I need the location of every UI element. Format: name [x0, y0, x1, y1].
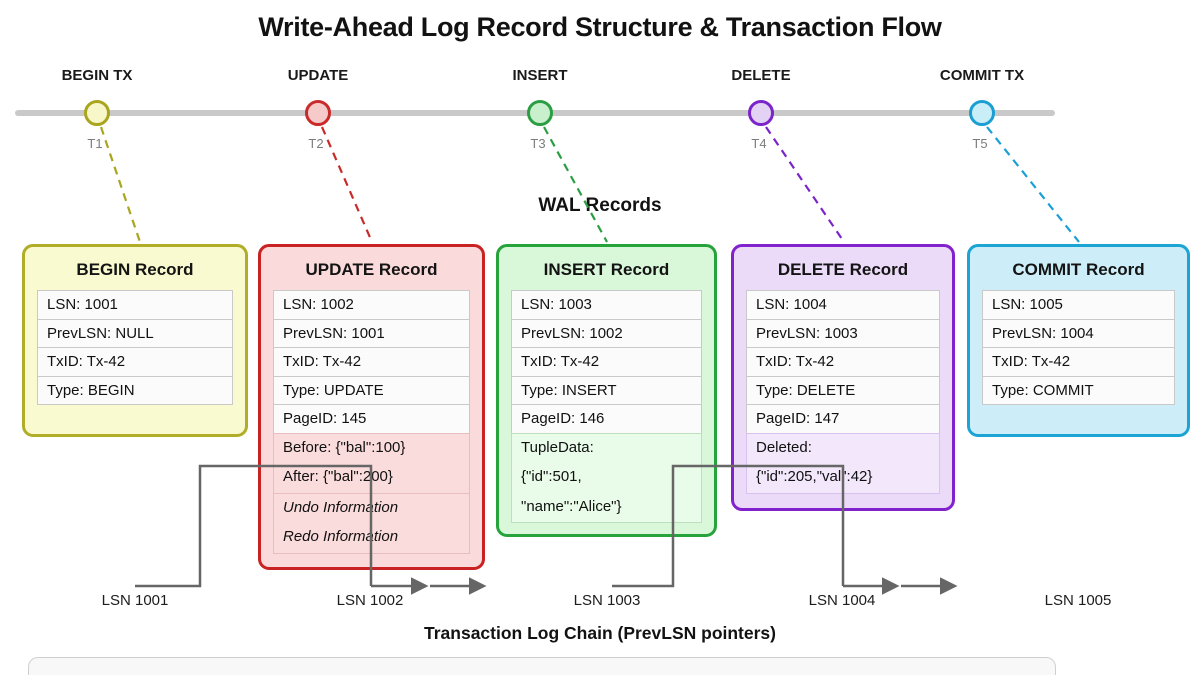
record-card-commit: COMMIT Record LSN: 1005 PrevLSN: 1004 Tx… — [967, 244, 1190, 437]
payload-box-deleted: Deleted: {"id":205,"val":42} — [746, 432, 940, 494]
record-card-begin: BEGIN Record LSN: 1001 PrevLSN: NULL TxI… — [22, 244, 248, 437]
field-row: TxID: Tx-42 — [746, 347, 940, 377]
event-label-commit: COMMIT TX — [939, 67, 1025, 84]
dashed-connector-update — [320, 126, 374, 243]
page-title: Write-Ahead Log Record Structure & Trans… — [258, 12, 942, 42]
field-row: PrevLSN: 1002 — [511, 318, 702, 348]
payload-line: {"id":205,"val":42} — [756, 468, 873, 485]
payload-line: After: {"bal":200} — [283, 468, 393, 485]
field-row: PrevLSN: NULL — [37, 318, 233, 348]
log-chain-box — [28, 657, 1056, 675]
field-row: PageID: 146 — [511, 404, 702, 434]
payload-line: {"id":501, — [521, 468, 582, 485]
field-row: TxID: Tx-42 — [273, 347, 470, 377]
field-row: Type: COMMIT — [982, 375, 1175, 405]
field-row: Type: INSERT — [511, 375, 702, 405]
chain-caption: Transaction Log Chain (PrevLSN pointers) — [424, 623, 776, 643]
field-row: LSN: 1003 — [511, 290, 702, 320]
payload-box-undo-redo: Undo Information Redo Information — [273, 492, 470, 554]
record-card-delete: DELETE Record LSN: 1004 PrevLSN: 1003 Tx… — [731, 244, 955, 511]
payload-box-before-after: Before: {"bal":100} After: {"bal":200} — [273, 432, 470, 494]
field-row: LSN: 1001 — [37, 290, 233, 320]
event-circle-update — [305, 100, 331, 126]
card-title: COMMIT Record — [1012, 260, 1145, 279]
event-label-update: UPDATE — [287, 67, 349, 84]
payload-line: "name":"Alice"} — [521, 497, 622, 515]
field-row: LSN: 1005 — [982, 290, 1175, 320]
card-title: DELETE Record — [777, 260, 909, 279]
field-row: TxID: Tx-42 — [982, 347, 1175, 377]
payload-line: TupleData: — [521, 438, 594, 456]
card-title: INSERT Record — [543, 260, 670, 279]
event-circle-insert — [527, 100, 553, 126]
payload-box-tupledata: TupleData: {"id":501, "name":"Alice"} — [511, 432, 702, 523]
lsn-label: LSN 1002 — [336, 592, 404, 609]
field-row: PrevLSN: 1004 — [982, 318, 1175, 348]
card-title: UPDATE Record — [305, 260, 438, 279]
dashed-connector-begin — [99, 126, 142, 243]
card-title: BEGIN Record — [76, 260, 194, 279]
dashed-connector-delete — [765, 126, 845, 243]
dashed-connector-commit — [986, 126, 1080, 243]
payload-line: Redo Information — [283, 528, 399, 545]
event-tick-t1: T1 — [87, 136, 103, 151]
event-tick-t4: T4 — [751, 136, 767, 151]
field-row: LSN: 1004 — [746, 290, 940, 320]
lsn-label: LSN 1003 — [573, 592, 641, 609]
event-circle-delete — [748, 100, 774, 126]
payload-line: Undo Information — [283, 498, 399, 516]
event-tick-t3: T3 — [530, 136, 546, 151]
field-row: PrevLSN: 1003 — [746, 318, 940, 348]
payload-line: Before: {"bal":100} — [283, 438, 406, 456]
field-row: TxID: Tx-42 — [37, 347, 233, 377]
field-row: TxID: Tx-42 — [511, 347, 702, 377]
lsn-label: LSN 1001 — [101, 592, 169, 609]
event-label-delete: DELETE — [731, 67, 791, 84]
record-card-update: UPDATE Record LSN: 1002 PrevLSN: 1001 Tx… — [258, 244, 485, 570]
record-card-insert: INSERT Record LSN: 1003 PrevLSN: 1002 Tx… — [496, 244, 717, 537]
field-row: Type: BEGIN — [37, 375, 233, 405]
lsn-label: LSN 1004 — [808, 592, 876, 609]
field-row: Type: DELETE — [746, 375, 940, 405]
field-row: LSN: 1002 — [273, 290, 470, 320]
wal-records-heading: WAL Records — [538, 195, 662, 216]
event-label-insert: INSERT — [512, 67, 568, 84]
field-row: PrevLSN: 1001 — [273, 318, 470, 348]
field-row: PageID: 145 — [273, 404, 470, 434]
field-row: PageID: 147 — [746, 404, 940, 434]
dashed-connector-insert — [543, 126, 608, 243]
lsn-label: LSN 1005 — [1044, 592, 1112, 609]
event-tick-t5: T5 — [972, 136, 988, 151]
field-row: Type: UPDATE — [273, 375, 470, 405]
payload-line: Deleted: — [756, 438, 812, 456]
event-circle-commit — [969, 100, 995, 126]
event-tick-t2: T2 — [308, 136, 324, 151]
event-label-begin: BEGIN TX — [61, 67, 133, 84]
event-circle-begin — [84, 100, 110, 126]
